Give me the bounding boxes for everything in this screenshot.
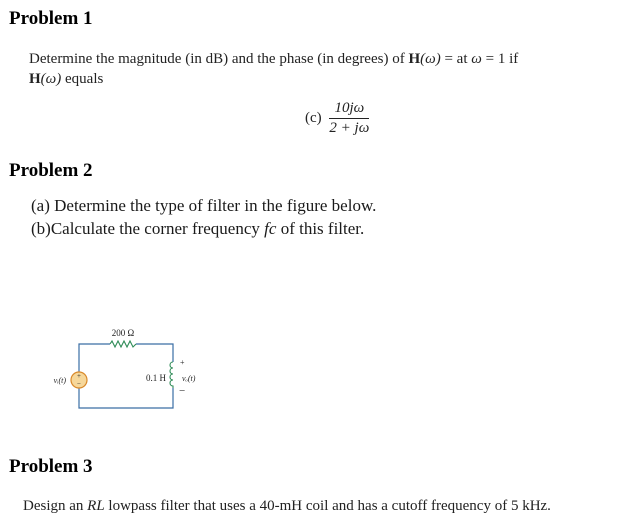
circuit-wires [78,343,174,409]
output-plus: + [180,358,185,367]
output-label: vₒ(t) [182,374,196,383]
source-label: vᵢ(t) [54,376,67,385]
inductor-icon [169,361,174,388]
problem-2-part-b: (b)Calculate the corner frequency fc of … [31,219,364,239]
denominator: 2 + jω [329,120,370,136]
statement-text: = 1 if [481,51,519,67]
problem-1-heading: Problem 1 [9,8,93,29]
part-b-text: of this filter. [276,219,365,238]
problem-2-heading: Problem 2 [9,160,93,181]
fc-symbol: fc [264,219,277,238]
statement-text: Determine the magnitude (in dB) and the … [29,51,409,67]
problem-3-heading: Problem 3 [9,456,93,477]
problem-1-expression-c: (c) 10jω 2 + jω [305,100,370,137]
omega-arg: (ω) [420,51,441,67]
h-symbol: H [408,51,421,67]
part-label: (c) [305,110,322,126]
fraction: 10jω 2 + jω [329,100,370,137]
resistor-icon [109,339,137,349]
statement-text: equals [61,71,104,87]
statement-text: = at [440,51,472,67]
output-minus: − [179,385,185,397]
omega-symbol: ω [471,51,482,67]
resistor-label: 200 Ω [112,328,135,338]
numerator: 10jω [329,100,370,119]
part-b-text: (b)Calculate the corner frequency [31,219,265,238]
problem-2-part-a: (a) Determine the type of filter in the … [31,196,377,215]
voltage-source-icon: + − [70,371,88,389]
problem-1-statement-line2: H(ω) equals [29,71,103,88]
inductor-label: 0.1 H [146,373,167,383]
problem-3-statement: Design an RL lowpass filter that uses a … [23,498,551,515]
h-symbol: H [29,71,41,87]
svg-text:+: + [77,372,81,380]
svg-text:−: − [77,380,81,388]
problem-1-statement-line1: Determine the magnitude (in dB) and the … [29,51,518,68]
rl-symbol: RL [87,498,105,514]
omega-arg: (ω) [40,71,62,87]
statement-text: lowpass filter that uses a 40-mH coil an… [104,498,551,514]
rl-circuit-diagram: 200 Ω + − vᵢ(t) 0.1 H + vₒ(t) − [54,328,196,409]
statement-text: Design an [23,498,88,514]
